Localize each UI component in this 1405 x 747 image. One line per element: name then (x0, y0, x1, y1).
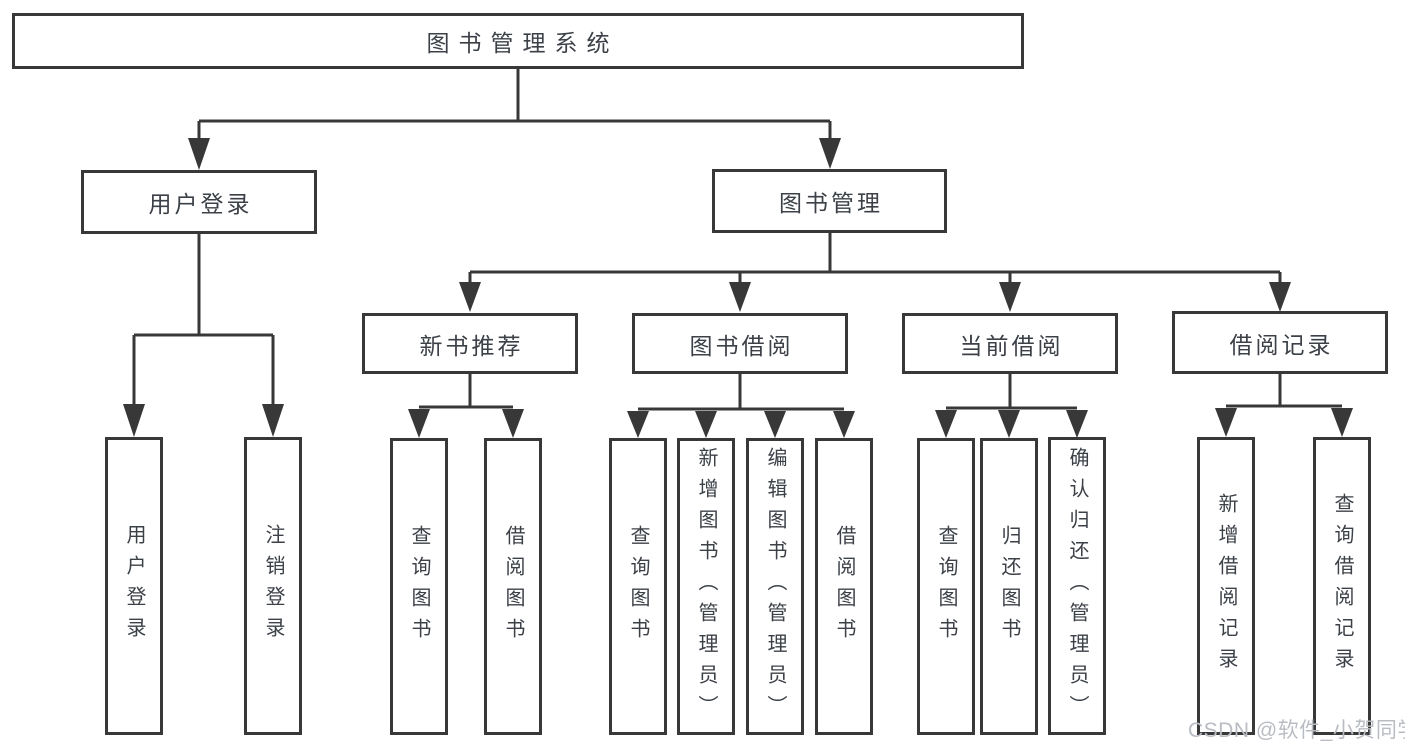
leaf-label: 查询图书 (935, 524, 957, 649)
node-book-management-branch: 图书管理 (712, 169, 947, 233)
node-new-book-recommendation: 新书推荐 (362, 313, 578, 374)
node-label: 图书管理 (779, 190, 883, 216)
node-borrowing-records: 借阅记录 (1172, 311, 1388, 374)
leaf-user-login: 用户登录 (105, 437, 163, 735)
node-user-login-branch: 用户登录 (81, 170, 317, 234)
leaf-query-books-current: 查询图书 (917, 438, 975, 735)
leaf-borrow-books-recommend: 借阅图书 (484, 438, 542, 735)
leaf-add-borrow-record: 新增借阅记录 (1197, 437, 1255, 735)
leaf-logout: 注销登录 (244, 437, 302, 735)
leaf-confirm-return-admin: 确认归还（管理员） (1048, 437, 1106, 735)
node-label: 图书管理系统 (426, 30, 619, 56)
leaf-query-borrow-record: 查询借阅记录 (1313, 437, 1371, 735)
node-book-borrowing: 图书借阅 (632, 313, 848, 374)
leaf-label: 确认归还（管理员） (1066, 446, 1088, 726)
leaf-label: 借阅图书 (502, 524, 524, 649)
node-label: 新书推荐 (419, 332, 524, 359)
leaf-label: 新增图书（管理员） (695, 447, 717, 726)
leaf-label: 新增借阅记录 (1215, 493, 1237, 679)
leaf-label: 编辑图书（管理员） (764, 447, 786, 726)
node-label: 当前借阅 (959, 332, 1064, 359)
leaf-label: 借阅图书 (833, 524, 855, 649)
leaf-label: 归还图书 (998, 524, 1020, 649)
leaf-label: 注销登录 (262, 524, 284, 648)
node-label: 图书借阅 (689, 332, 794, 359)
node-library-management-system: 图书管理系统 (12, 13, 1024, 69)
leaf-label: 查询借阅记录 (1331, 493, 1353, 679)
leaf-label: 查询图书 (627, 524, 649, 649)
node-label: 用户登录 (148, 191, 253, 217)
leaf-add-book-admin: 新增图书（管理员） (677, 438, 735, 735)
leaf-return-book: 归还图书 (980, 438, 1038, 735)
node-label: 借阅记录 (1229, 331, 1334, 358)
leaf-query-books-recommend: 查询图书 (390, 438, 448, 735)
leaf-label: 用户登录 (123, 524, 145, 648)
csdn-watermark: CSDN @软件_小贺同学 (1188, 719, 1405, 742)
leaf-label: 查询图书 (408, 524, 430, 649)
node-current-borrowing: 当前借阅 (902, 313, 1118, 374)
leaf-query-books-borrowing: 查询图书 (609, 438, 667, 735)
leaf-edit-book-admin: 编辑图书（管理员） (746, 438, 804, 735)
leaf-borrow-books-borrowing: 借阅图书 (815, 438, 873, 735)
